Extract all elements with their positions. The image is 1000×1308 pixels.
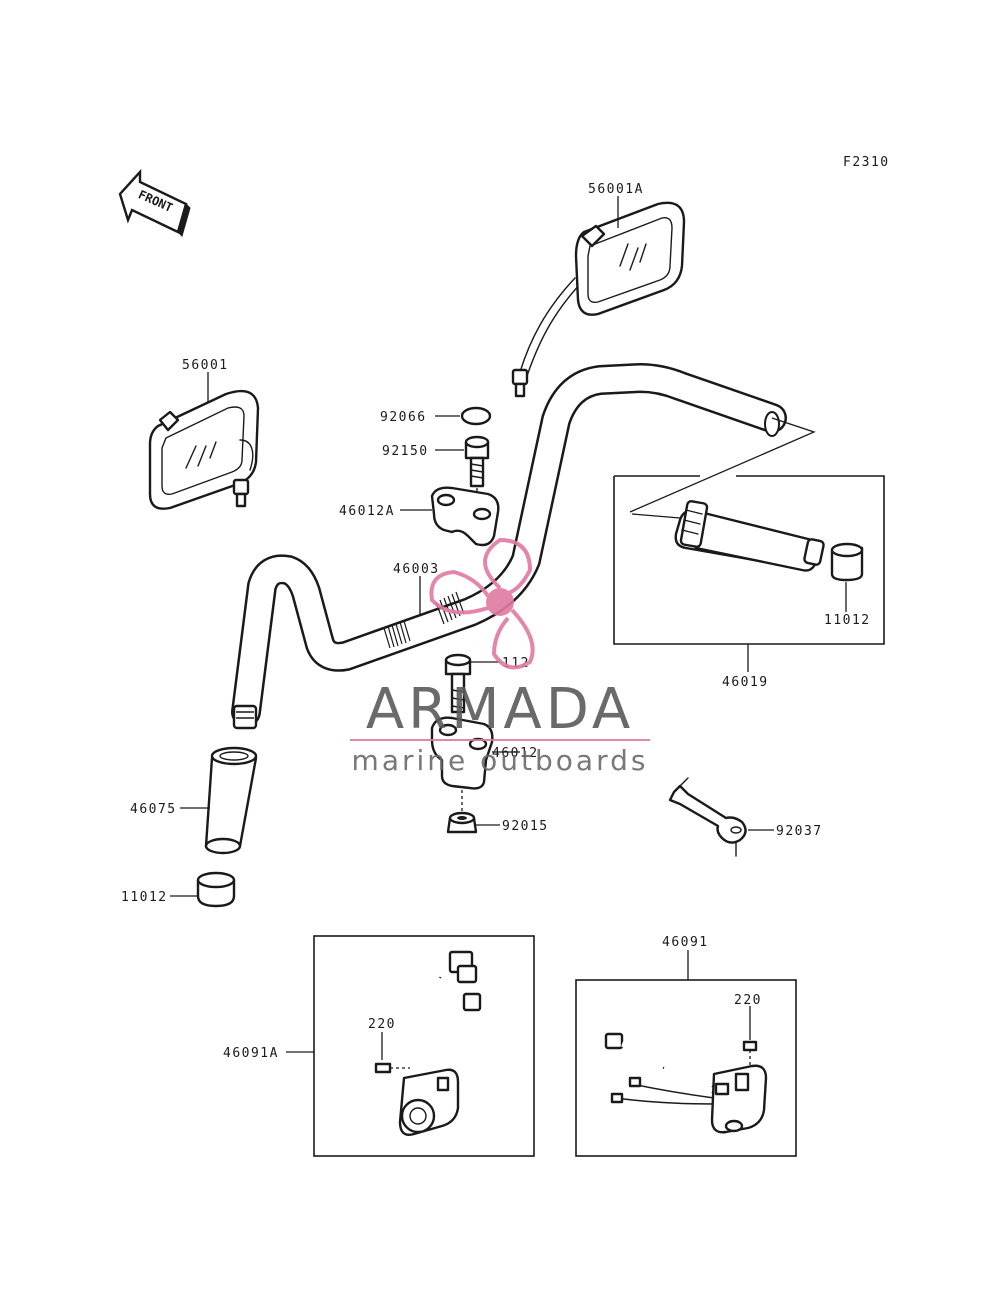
label-56001: 56001 <box>182 358 229 373</box>
cap-92066 <box>460 406 492 426</box>
label-220-left: 220 <box>368 1017 396 1032</box>
propeller-logo-icon <box>429 537 535 670</box>
armada-watermark: ARMADA marine outboards <box>350 537 650 777</box>
holder-46012A <box>430 486 500 547</box>
cap-11012-left <box>196 871 236 908</box>
holder-46012 <box>430 716 494 790</box>
bolt-92150 <box>464 435 490 488</box>
label-11012-right: 11012 <box>824 613 871 628</box>
label-92037: 92037 <box>776 824 823 839</box>
switch-left-box <box>313 935 535 1157</box>
label-46075: 46075 <box>130 802 177 817</box>
label-92015: 92015 <box>502 819 549 834</box>
label-220-right: 220 <box>734 993 762 1008</box>
switch-right <box>604 1032 768 1134</box>
grip-46075 <box>204 746 258 855</box>
watermark-tagline: marine outboards <box>352 744 649 777</box>
label-46012A: 46012A <box>339 504 395 519</box>
label-92150: 92150 <box>382 444 429 459</box>
wrench-92037 <box>668 777 747 857</box>
mirror-left <box>148 389 260 510</box>
switch-right-box <box>575 979 797 1157</box>
bolt-112 <box>444 653 472 714</box>
handlebar <box>231 363 787 730</box>
nut-92015 <box>446 811 478 834</box>
watermark-brand: ARMADA <box>366 677 634 742</box>
label-46091A: 46091A <box>223 1046 279 1061</box>
label-46003: 46003 <box>393 562 440 577</box>
label-11012-left: 11012 <box>121 890 168 905</box>
switch-left <box>374 950 482 1136</box>
label-46012: 46012 <box>492 746 539 761</box>
figure-code: F2310 <box>843 155 890 170</box>
mirror-right <box>511 201 686 398</box>
label-92066: 92066 <box>380 410 427 425</box>
grip-assy-box <box>613 417 885 645</box>
label-46019: 46019 <box>722 675 769 690</box>
label-46091: 46091 <box>662 935 709 950</box>
label-56001A: 56001A <box>588 182 644 197</box>
front-arrow-icon: FRONT <box>118 168 191 237</box>
